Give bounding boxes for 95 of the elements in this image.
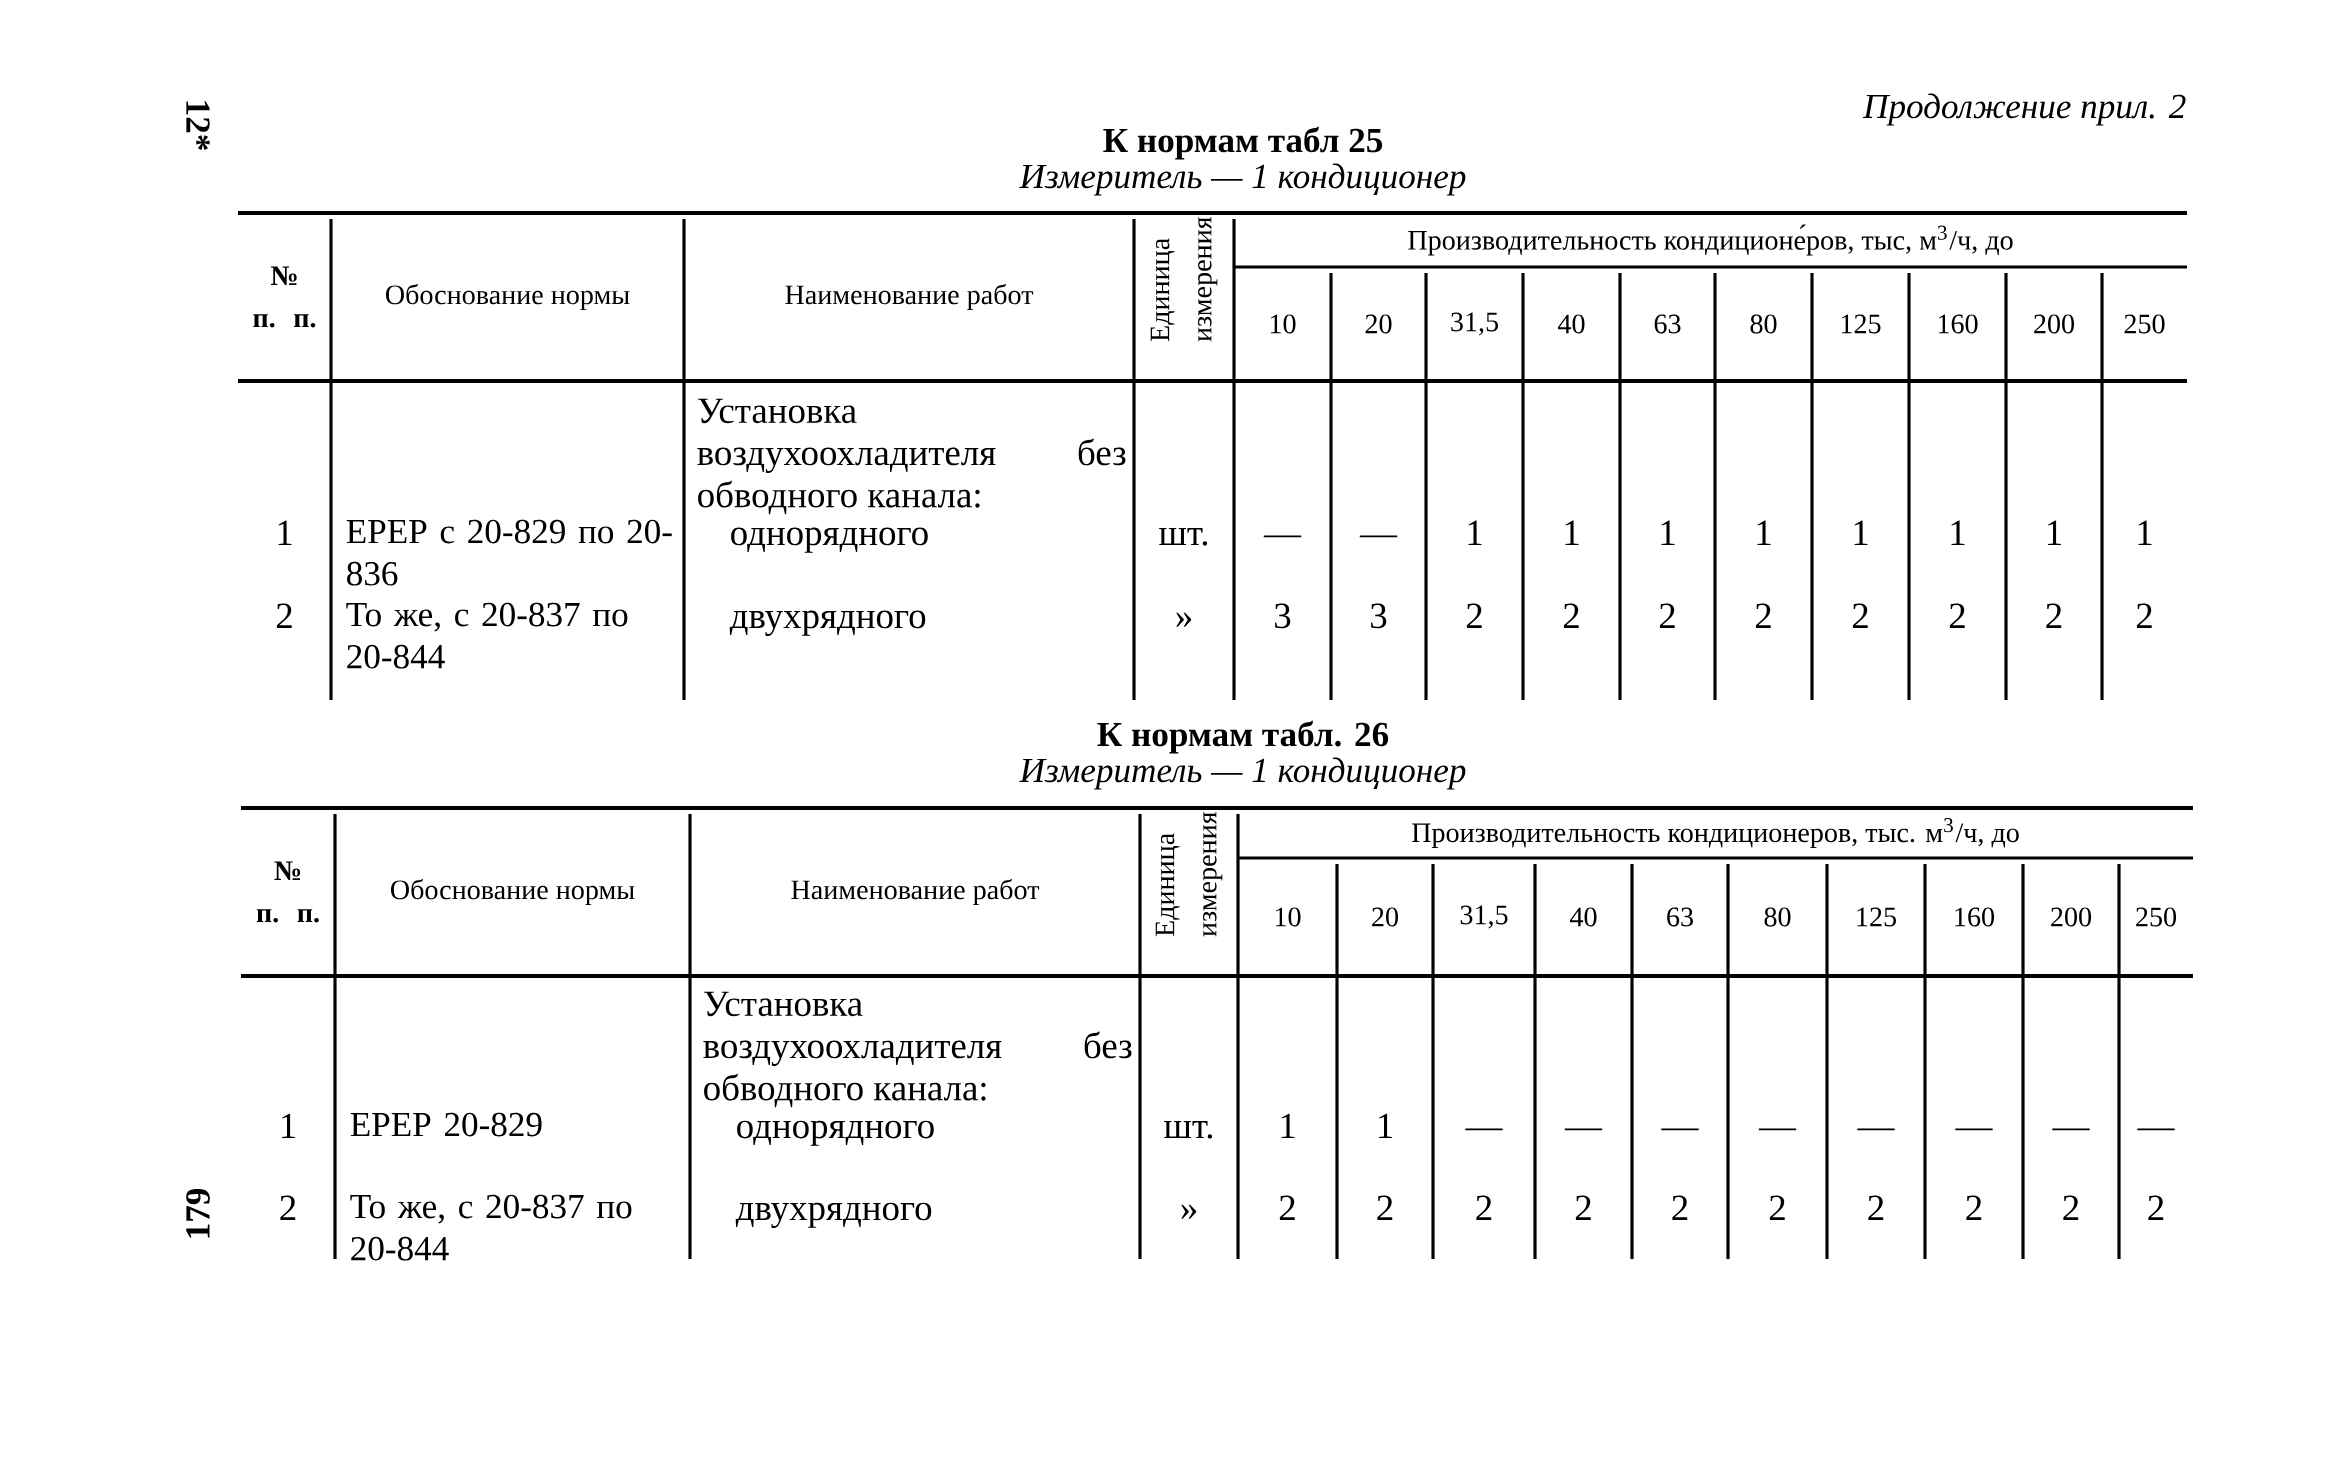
work-description: Установка воздухоохладителя без обводного канала: [703, 991, 1132, 1108]
column-header: Производительность кондиционеров, тыс. м$^{3}$/ч, до [1412, 818, 2019, 848]
column-header: 125 [1841, 314, 1881, 334]
column-header: 250 [2136, 907, 2177, 927]
norm-reference: То же, с 20-837 по 20-844 [350, 1194, 632, 1261]
unit-cell: шт. [1159, 528, 1208, 546]
quantity-cell: 1 [1661, 520, 1675, 545]
column-header: 40 [1570, 907, 1597, 927]
quantity-cell: 1 [1854, 520, 1868, 545]
column-header: 20 [1365, 314, 1392, 334]
column-header: 31,5 [1451, 312, 1498, 336]
quantity-cell: — [1359, 535, 1398, 538]
quantity-cell: — [1465, 1128, 1503, 1131]
column-header: 10 [1275, 907, 1301, 927]
work-description: Установка воздухоохладителя без обводного канала: [697, 398, 1126, 515]
column-header: 40 [1558, 314, 1585, 334]
page-number: 12* [186, 101, 210, 150]
quantity-cell: 1 [1951, 520, 1965, 545]
quantity-cell: 2 [1966, 1195, 1982, 1220]
quantity-cell: 2 [1575, 1195, 1591, 1220]
quantity-cell: 2 [2063, 1195, 2079, 1220]
row-number: 1 [282, 1113, 295, 1138]
column-header: Единица измерения [1155, 811, 1223, 937]
quantity-cell: 2 [1466, 603, 1482, 628]
quantity-cell: 2 [1279, 1195, 1295, 1220]
work-description: двухрядного [729, 610, 926, 636]
quantity-cell: — [2137, 1128, 2175, 1131]
quantity-cell: 2 [1377, 1195, 1393, 1220]
column-header: Обоснование нормы [386, 283, 630, 311]
quantity-cell: 2 [1476, 1195, 1492, 1220]
quantity-cell: 2 [1949, 603, 1965, 628]
quantity-cell: 2 [1769, 1195, 1785, 1220]
row-number: 2 [280, 1195, 296, 1220]
column-header: Производительность кондиционе́ров, тыс, м$^{3}$/ч, до [1408, 224, 2013, 256]
quantity-cell: 2 [1868, 1195, 1884, 1220]
quantity-cell: 2 [1563, 603, 1579, 628]
quantity-cell: 2 [2148, 1195, 2164, 1220]
unit-cell: » [1176, 612, 1192, 627]
norm-reference: ЕРЕР с 20-829 по 20-836 [346, 519, 672, 586]
column-header: 31,5 [1460, 905, 1508, 929]
quantity-cell: — [1955, 1128, 1993, 1131]
row-number: 2 [276, 603, 292, 628]
quantity-cell: 3 [1371, 603, 1387, 629]
continuation-note: Продолжение прил. 2 [1862, 93, 2186, 126]
quantity-cell: 1 [1757, 520, 1771, 545]
quantity-cell: 1 [2048, 520, 2061, 545]
column-header: Обоснование нормы [391, 878, 635, 906]
column-header: 63 [1667, 907, 1693, 927]
work-description: однорядного [731, 527, 928, 553]
column-header: 200 [2051, 907, 2092, 927]
quantity-cell: 2 [2136, 603, 2152, 628]
quantity-cell: — [1661, 1128, 1699, 1131]
column-header: № п. п. [253, 266, 316, 328]
norm-reference: ЕРЕР 20-829 [350, 1112, 542, 1137]
column-header: 20 [1372, 907, 1398, 927]
quantity-cell: 1 [1379, 1113, 1392, 1138]
quantity-cell: 1 [1281, 1113, 1295, 1138]
column-header: 160 [1938, 314, 1978, 334]
column-header: Наименование работ [791, 878, 1040, 906]
quantity-cell: 1 [2138, 520, 2152, 545]
quantity-cell: — [1263, 535, 1302, 538]
column-header: 10 [1270, 314, 1296, 334]
column-header: 125 [1857, 907, 1896, 927]
unit-cell: шт. [1164, 1121, 1213, 1139]
quantity-cell: — [1758, 1128, 1797, 1131]
quantity-cell: 2 [1659, 603, 1675, 628]
row-number: 1 [278, 520, 292, 545]
table-subtitle: Измеритель — 1 кондиционер [1019, 163, 1466, 196]
quantity-cell: 3 [1275, 603, 1291, 629]
column-header: № п. п. [256, 861, 319, 923]
column-header: 80 [1750, 314, 1777, 334]
table-title: К нормам табл. 26 [1097, 720, 1389, 754]
quantity-cell: 1 [1468, 520, 1482, 545]
page-number: 179 [186, 1188, 210, 1238]
norm-reference: То же, с 20-837 по 20-844 [346, 602, 628, 669]
column-header: 63 [1654, 314, 1681, 334]
quantity-cell: 2 [1755, 603, 1771, 628]
quantity-cell: — [1857, 1128, 1895, 1131]
quantity-cell: 1 [1565, 520, 1579, 545]
table-title: К нормам табл 25 [1103, 126, 1383, 160]
column-header: 250 [2124, 314, 2165, 334]
work-description: однорядного [737, 1120, 934, 1146]
unit-cell: » [1181, 1204, 1197, 1219]
column-header: 160 [1955, 907, 1995, 927]
column-header: 80 [1764, 907, 1791, 927]
quantity-cell: 2 [2046, 603, 2062, 628]
column-header: Единица измерения [1150, 216, 1218, 342]
work-description: двухрядного [735, 1202, 932, 1228]
table-subtitle: Измеритель — 1 кондиционер [1019, 757, 1466, 790]
column-header: Наименование работ [785, 283, 1034, 311]
column-header: 200 [2034, 314, 2075, 334]
quantity-cell: — [2052, 1128, 2090, 1131]
quantity-cell: 2 [1672, 1195, 1688, 1220]
quantity-cell: — [1564, 1128, 1603, 1131]
quantity-cell: 2 [1852, 603, 1868, 628]
